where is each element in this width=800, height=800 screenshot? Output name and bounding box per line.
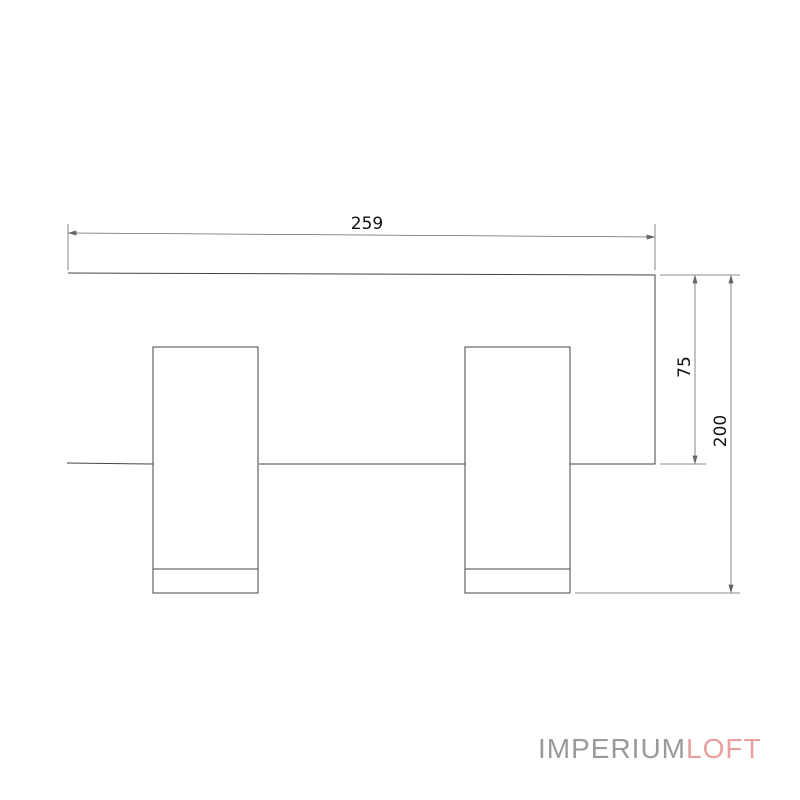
logo-part2: LOFT xyxy=(686,733,762,764)
spot-right xyxy=(464,346,571,594)
logo-part1: IMPERIUM xyxy=(538,733,686,764)
width-label: 259 xyxy=(351,214,383,234)
body-height-label: 75 xyxy=(675,356,695,378)
width-dim-line xyxy=(69,232,654,238)
total-height-label: 200 xyxy=(711,415,731,447)
arrowheads xyxy=(67,230,734,594)
spot-left xyxy=(152,346,259,594)
base-plate-outline xyxy=(66,272,656,465)
brand-logo: IMPERIUMLOFT xyxy=(538,733,762,765)
